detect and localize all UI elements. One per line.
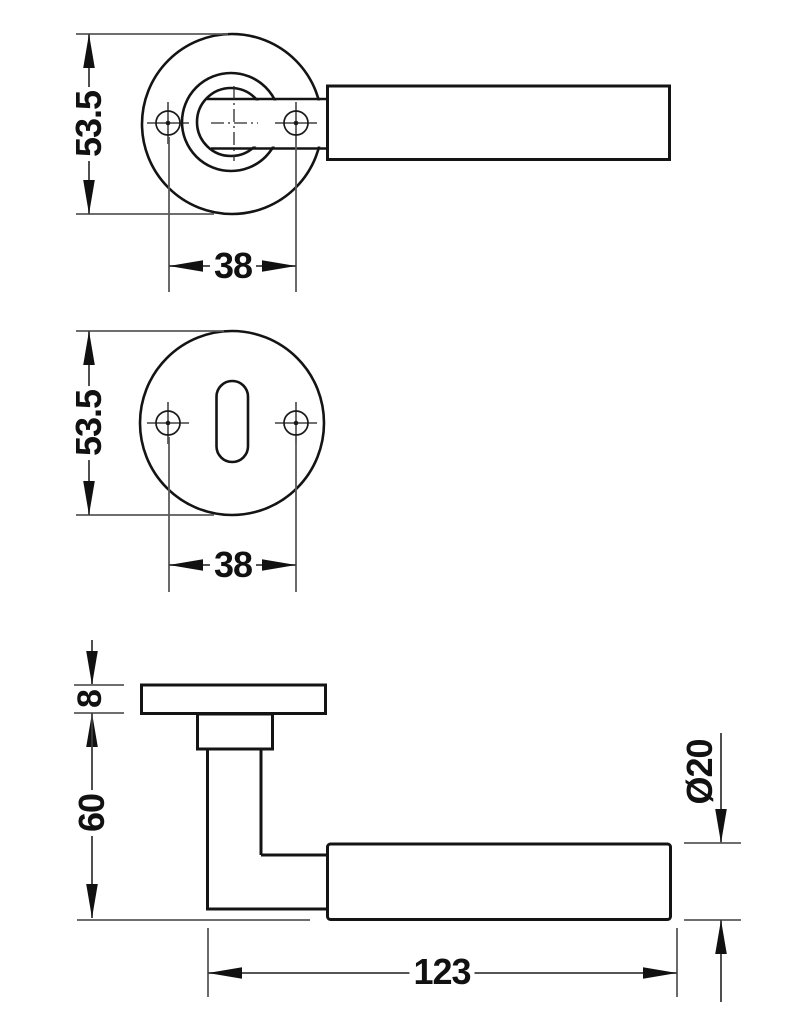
lever-side-view bbox=[74, 640, 741, 1002]
keyhole-slot bbox=[215, 379, 250, 464]
lever-front-view bbox=[76, 32, 671, 292]
grip-front-rect bbox=[326, 84, 671, 161]
rose-plate-side bbox=[140, 683, 327, 715]
dim-label-rose-diameter-middle: 53.5 bbox=[68, 385, 109, 461]
dim-label-rose-diameter-top: 53.5 bbox=[68, 86, 109, 162]
escutcheon-front-view bbox=[76, 329, 326, 592]
dim-label-hole-spacing-middle: 38 bbox=[209, 547, 257, 583]
dim-label-rose-thickness: 8 bbox=[71, 689, 109, 709]
dim-53-5-top bbox=[76, 33, 228, 215]
center-mark bbox=[211, 86, 258, 161]
stem-outline bbox=[206, 749, 327, 911]
screw-hole-left bbox=[147, 402, 189, 444]
dim-label-hole-spacing-top: 38 bbox=[209, 248, 257, 284]
dim-grip-diameter bbox=[684, 733, 741, 1002]
dim-label-projection-height: 60 bbox=[71, 789, 112, 837]
neck-side-rect bbox=[196, 712, 274, 751]
grip-side-rect bbox=[326, 842, 672, 921]
dim-label-grip-diameter: Ø20 bbox=[679, 739, 720, 805]
dim-8 bbox=[74, 640, 124, 714]
escutcheon-circle bbox=[138, 329, 326, 517]
screw-hole-left bbox=[147, 102, 189, 144]
dim-label-lever-length: 123 bbox=[409, 954, 475, 990]
dim-38-middle bbox=[168, 437, 297, 592]
